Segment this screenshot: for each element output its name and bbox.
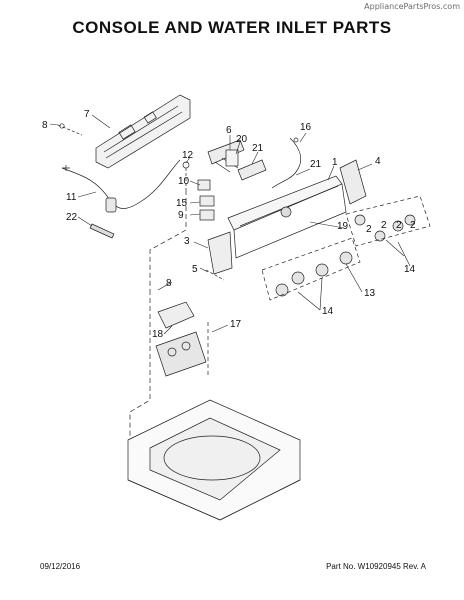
callout-22: 22 [66,212,78,223]
callout-2-c: 2 [396,220,402,231]
callout-16: 16 [300,122,312,133]
callout-21-top: 21 [252,143,264,154]
callout-14-bottom: 14 [322,306,334,317]
callout-2-b: 2 [381,220,387,231]
leader-lines [49,114,411,335]
callout-19: 19 [337,221,349,232]
diagram-line-art [57,94,431,521]
callout-4: 4 [375,156,381,167]
footer-part-number: Part No. W10920945 Rev. A [326,562,426,571]
callout-10: 10 [178,176,190,187]
callout-18: 18 [152,329,164,340]
callout-5: 5 [192,264,198,275]
footer-date: 09/12/2016 [40,562,81,571]
callout-3: 3 [184,236,190,247]
callout-21-right: 21 [310,159,322,170]
callout-1: 1 [332,157,338,168]
callout-20: 20 [236,134,248,145]
page-title: CONSOLE AND WATER INLET PARTS [72,18,392,37]
callout-13: 13 [364,288,376,299]
callout-11: 11 [66,192,77,203]
callout-8-top: 8 [42,120,48,131]
callout-2-d: 2 [410,220,416,231]
callout-6: 6 [226,125,232,136]
watermark: AppliancePartsPros.com [364,2,460,11]
callout-2-a: 2 [366,224,372,235]
callout-8-mid: 8 [166,278,172,289]
callout-9: 9 [178,210,184,221]
callout-12: 12 [182,150,194,161]
callout-17: 17 [230,319,242,330]
callout-7: 7 [84,109,90,120]
callout-15: 15 [176,198,188,209]
callout-14-right: 14 [404,264,416,275]
callouts: 7 8 11 22 6 20 21 16 21 12 10 15 9 1 4 1… [42,109,416,340]
